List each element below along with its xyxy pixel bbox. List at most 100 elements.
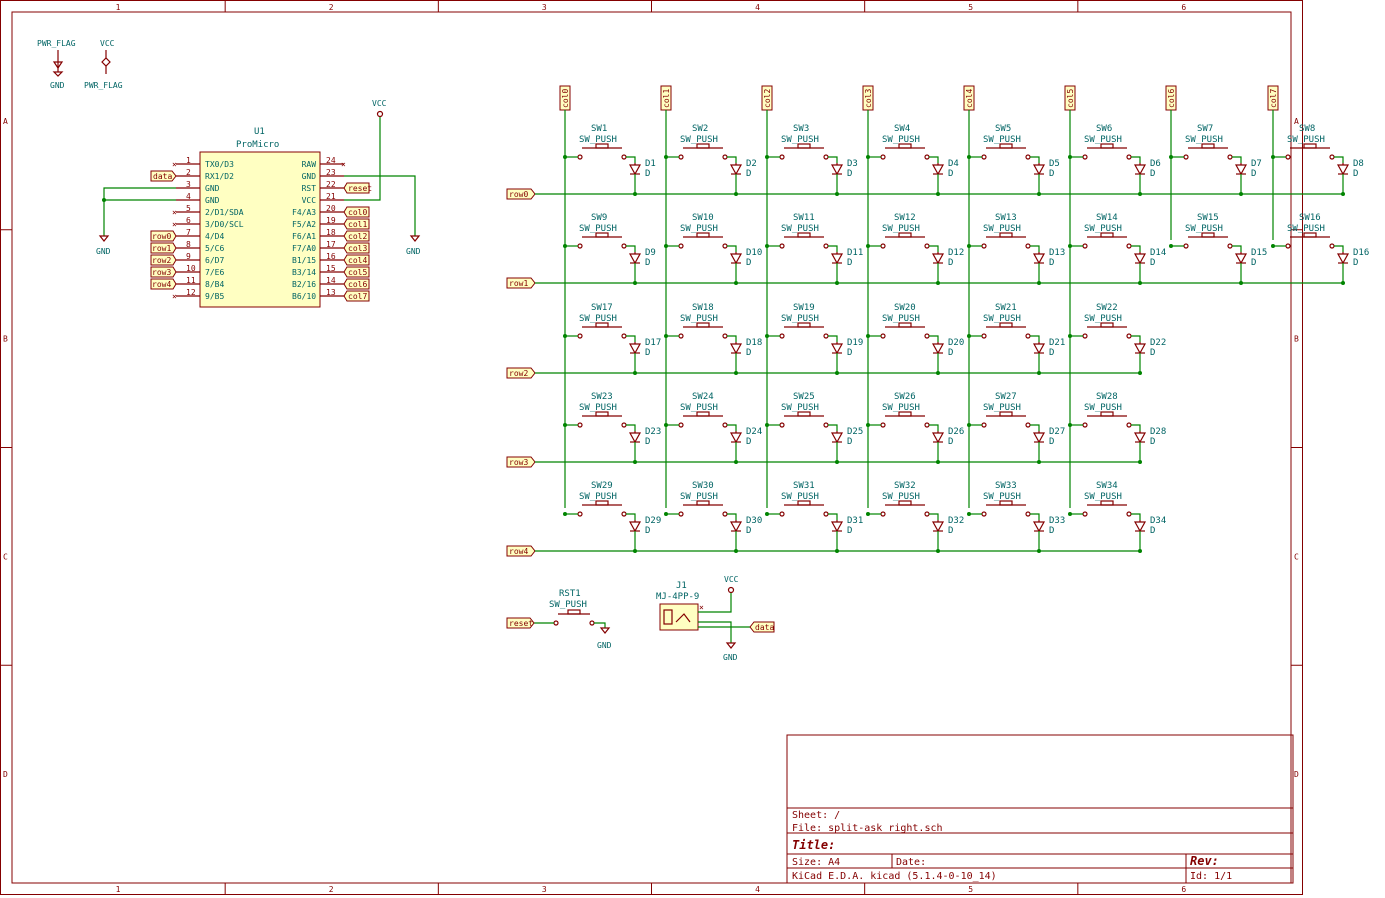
col-label-text: col6 [1167,89,1176,108]
mcu-pin-number: 20 [326,204,336,213]
diode-ref: D10 [746,248,762,258]
row-label [506,367,536,379]
switch-value: SW_PUSH [1185,224,1223,234]
zone-row-right: C [1294,552,1299,561]
switch-value: SW_PUSH [680,492,718,502]
mcu-ref: U1 [254,127,265,137]
jack-net: data [755,623,774,632]
switch-value: SW_PUSH [1084,492,1122,502]
diode-value: D [746,348,751,358]
col-label-text: col7 [1269,89,1278,108]
diode-ref: D27 [1049,427,1065,437]
mcu-net-label: col6 [348,280,367,289]
diode-value: D [746,437,751,447]
switch-ref: SW22 [1096,303,1118,313]
diode-ref: D33 [1049,516,1065,526]
switch-ref: SW26 [894,392,916,402]
mcu-pin-number: 19 [326,216,336,225]
diode-value: D [1049,437,1054,447]
mcu-pin-number: 15 [326,264,336,273]
diode-ref: D12 [948,248,964,258]
mcu-pin-name: F5/A2 [292,220,316,229]
col-label-text: col1 [662,89,671,108]
pwr-flag-label: PWR_FLAG [37,39,76,48]
diode-value: D [1150,258,1155,268]
switch-ref: SW6 [1096,124,1112,134]
diode-value: D [746,258,751,268]
tb-size: Size: A4 [792,857,840,868]
jack-j1: J1 MJ-4PP-9 VCC GND × data [656,575,775,662]
mcu-net-label: col5 [348,268,367,277]
vcc-flag-label: VCC [100,39,115,48]
row-label [506,456,536,468]
zone-row-left: B [3,335,8,344]
switch-ref: SW10 [692,213,714,223]
diode-value: D [645,526,650,536]
col-label-text: col4 [965,89,974,108]
mcu-net-label: col2 [348,232,367,241]
mcu-pin-name: B6/10 [292,292,316,301]
diode-ref: D6 [1150,159,1161,169]
zone-col-top: 2 [329,3,334,12]
mcu-pin-name: 9/B5 [205,292,224,301]
mcu-pin-name: GND [205,184,220,193]
mcu-pin-name: RST [302,184,317,193]
mcu-pin-number: 2 [186,168,191,177]
rst-value: SW_PUSH [549,600,587,610]
mcu-pin-name: F7/A0 [292,244,316,253]
diode-ref: D13 [1049,248,1065,258]
mcu-row-label [150,242,177,254]
mcu-pin-name: 4/D4 [205,232,224,241]
diode-value: D [1049,348,1054,358]
diode-value: D [1049,258,1054,268]
mcu-net-label: col3 [348,244,367,253]
mcu-pin-number: 12 [186,288,196,297]
mcu-pin-number: 10 [186,264,196,273]
switch-value: SW_PUSH [579,135,617,145]
zone-col-bottom: 1 [116,885,121,894]
diode-ref: D28 [1150,427,1166,437]
switch-ref: SW4 [894,124,910,134]
diode-value: D [645,348,650,358]
switch-value: SW_PUSH [983,135,1021,145]
switch-value: SW_PUSH [882,314,920,324]
mcu-pin-name: 8/B4 [205,280,224,289]
mcu-row-label [150,278,177,290]
mcu-col-label [343,254,370,266]
zone-row-left: A [3,117,8,126]
switch-ref: SW25 [793,392,815,402]
diode-value: D [1049,169,1054,179]
diode-ref: D19 [847,338,863,348]
switch-ref: SW14 [1096,213,1118,223]
switch-value: SW_PUSH [680,314,718,324]
reset-switch: RST1 SW_PUSH GND reset [506,589,612,650]
data-global-label-jack [749,621,775,633]
mcu-pin-number: 11 [186,276,196,285]
diode-value: D [1150,526,1155,536]
diode-ref: D17 [645,338,661,348]
row-label-text: row3 [509,458,528,467]
mcu-body [199,151,321,308]
zone-col-bottom: 5 [968,885,973,894]
diode-ref: D29 [645,516,661,526]
mcu-pin-name: F4/A3 [292,208,316,217]
zone-col-top: 1 [116,3,121,12]
mcu-net-label: row3 [152,268,171,277]
mcu-row-label [150,230,177,242]
diode-ref: D16 [1353,248,1369,258]
mcu-col-label [343,290,370,302]
diode-ref: D2 [746,159,757,169]
switch-value: SW_PUSH [781,135,819,145]
mcu-pin-name: 6/D7 [205,256,224,265]
switch-value: SW_PUSH [781,224,819,234]
switch-ref: SW7 [1197,124,1213,134]
zone-col-top: 3 [542,3,547,12]
mcu-pin-number: 13 [326,288,336,297]
switch-value: SW_PUSH [1185,135,1223,145]
mcu-col-label [343,278,370,290]
switch-value: SW_PUSH [680,403,718,413]
mcu-pin-name: RAW [302,160,317,169]
switch-value: SW_PUSH [579,403,617,413]
zone-col-top: 4 [755,3,760,12]
mcu-pin-name: B3/14 [292,268,316,277]
